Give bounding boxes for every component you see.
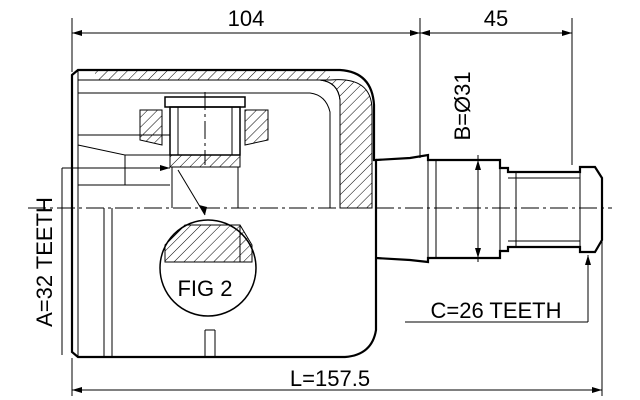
shaft-length-label: 45 bbox=[484, 6, 508, 31]
total-length-label: L=157.5 bbox=[290, 366, 370, 391]
housing-length-label: 104 bbox=[228, 6, 265, 31]
housing-section-hatch bbox=[95, 70, 373, 209]
roller-bearing bbox=[139, 92, 269, 208]
inner-teeth-label: A=32 TEETH bbox=[32, 197, 57, 327]
dim-shaft-diameter bbox=[475, 155, 481, 262]
output-shaft bbox=[375, 153, 604, 264]
fig2-detail bbox=[159, 169, 257, 317]
dim-housing-length bbox=[71, 18, 421, 158]
dim-shaft-length bbox=[420, 18, 573, 165]
dim-inner-teeth bbox=[61, 165, 170, 355]
fig2-label: FIG 2 bbox=[177, 276, 232, 301]
outer-teeth-label: C=26 TEETH bbox=[430, 298, 561, 323]
shaft-diameter-label: B=Ø31 bbox=[450, 71, 475, 140]
dim-total-length bbox=[71, 240, 603, 396]
dim-outer-teeth bbox=[405, 255, 591, 323]
